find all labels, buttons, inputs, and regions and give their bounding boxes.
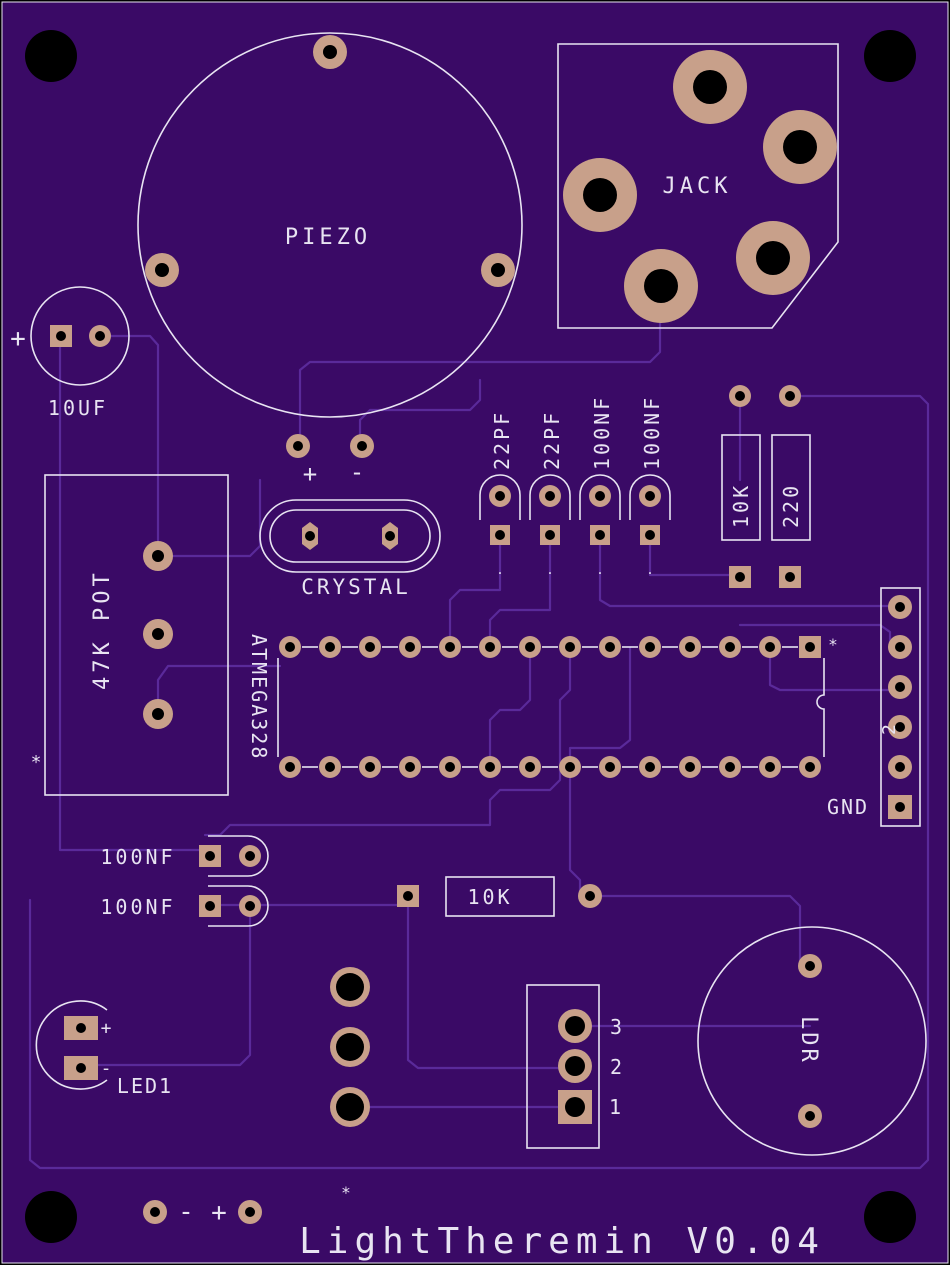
svg-text:.: . [646,563,653,577]
crystal: CRYSTAL [259,499,441,599]
mcu-top-pin-drill [445,642,455,652]
gnd-label: GND [827,795,869,819]
pin1-label: 1 [609,1095,621,1119]
mcu-bottom-pin-drill [525,762,535,772]
piezo-minus-label: - [350,458,364,486]
mcu-bottom-pin-drill [605,762,615,772]
capacitor-22pf-b: 22PF . [529,410,571,577]
power-plus: + [211,1198,227,1228]
led-plus: + [101,1018,112,1039]
svg-text:.: . [496,563,503,577]
cap-10uf-label: 10UF [48,396,108,420]
pin2-label: 2 [610,1055,622,1079]
mcu-bottom-pin-drill [805,762,815,772]
mcu-bottom-pin-drill [565,762,575,772]
bypass-capacitors-left: 100NF 100NF [100,835,269,927]
switch-pads [330,967,370,1127]
power-minus: - [178,1197,194,1227]
mcu-bottom-pin-drill [325,762,335,772]
res-220-label: 220 [779,483,803,528]
pot-star: * [31,752,42,773]
mcu-top-pin-drill [765,642,775,652]
cap-100nf-b-label: 100NF [640,395,664,470]
board-title: LightTheremin V0.04 [299,1221,825,1262]
mcu-bottom-pin-drill [405,762,415,772]
mcu-top-pin-drill [485,642,495,652]
ldr-label: LDR [796,1016,821,1065]
resistors-top: 10K 220 [721,385,811,588]
mcu-label: ATMEGA328 [247,634,271,760]
piezo-plus-label: + [303,460,317,488]
jack-label: JACK [663,174,732,199]
cap-100nf-a-label: 100NF [590,395,614,470]
mcu-top-pin-drill [405,642,415,652]
header-number: 2 [879,724,900,735]
piezo-connector-pads: + - [286,434,374,488]
mcu-bottom-pin-drill [685,762,695,772]
mcu-top-pin-drill [725,642,735,652]
mcu-bottom-pin-drill [485,762,495,772]
capacitor-22pf-a: 22PF . [479,410,521,577]
mcu-top-pin-drill [685,642,695,652]
capacitor-100nf-b: 100NF . [629,395,671,577]
led-minus: - [101,1058,112,1079]
pin-header-6: 2 GND [827,587,921,827]
ceramic-capacitors: 22PF . 22PF . 100NF . 100NF . [479,395,671,577]
mcu-bottom-pin-drill [445,762,455,772]
mcu-top-pin-drill [325,642,335,652]
power-star: * [341,1183,351,1202]
led-label: LED1 [117,1074,173,1098]
mcu-top-pin-drill [285,642,295,652]
capacitor-100nf-a: 100NF . [579,395,621,577]
mounting-holes [25,30,916,1243]
mcu-bottom-pin-row [279,756,821,778]
crystal-label: CRYSTAL [301,575,411,599]
res-10k-mid-label: 10K [467,885,512,909]
mcu-top-pin-drill [525,642,535,652]
audio-jack: JACK [557,43,839,329]
svg-text:.: . [546,563,553,577]
power-pads: - + * [143,1183,351,1228]
cap-10uf-plus: + [10,324,26,354]
mcu-top-pin-drill [645,642,655,652]
mcu-top-pin-drill [605,642,615,652]
mcu-top-pin-drill [805,642,815,652]
svg-text:.: . [596,563,603,577]
cap-100nf-d-label: 100NF [100,895,175,919]
mcu-top-pin-drill [565,642,575,652]
pin-header-3: 3 2 1 [526,984,622,1149]
mcu-top-pin-drill [365,642,375,652]
mcu-bottom-pin-drill [285,762,295,772]
cap-100nf-c-label: 100NF [100,845,175,869]
mcu-bottom-pin-drill [645,762,655,772]
potentiometer-47k: 47K POT * [31,474,229,796]
res-10k-top-label: 10K [729,483,753,528]
mcu-star: * [828,635,838,654]
mcu-top-pin-row [279,636,821,658]
copper-traces [28,298,930,1170]
pot-label: 47K POT [90,569,115,690]
microcontroller-atmega328: ATMEGA328 * [247,634,838,778]
cap-22pf-a-label: 22PF [490,410,514,470]
led: + - LED1 [35,1000,173,1098]
pin3-label: 3 [610,1015,622,1039]
cap-22pf-b-label: 22PF [540,410,564,470]
mcu-bottom-pin-drill [725,762,735,772]
mcu-bottom-pin-drill [765,762,775,772]
mcu-bottom-pin-drill [365,762,375,772]
capacitor-10uf: + 10UF [10,286,130,420]
light-dependent-resistor: LDR [697,926,927,1156]
piezo-label: PIEZO [285,225,371,250]
resistor-10k-middle: 10K [397,876,602,917]
piezo-buzzer: PIEZO [137,32,523,418]
